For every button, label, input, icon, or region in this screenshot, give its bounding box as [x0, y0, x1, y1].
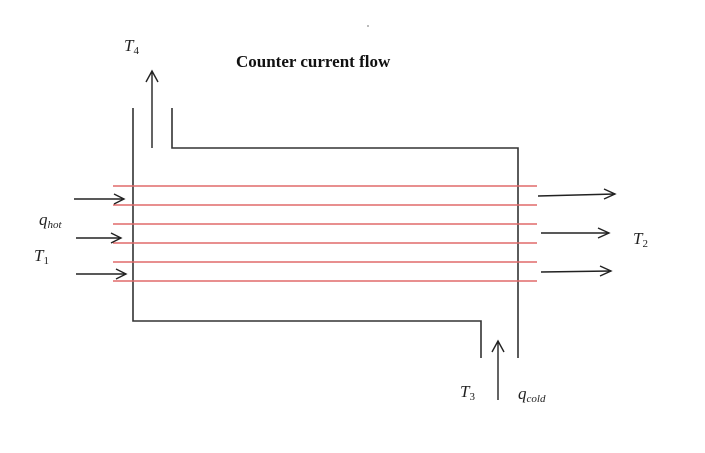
label-t1-main: T	[34, 246, 44, 265]
label-qhot: qhot	[39, 210, 62, 231]
shell-left-wall	[132, 108, 482, 358]
t4-arrow-head	[145, 69, 159, 83]
label-qcold: qcold	[518, 384, 545, 405]
label-t1: T1	[34, 246, 49, 267]
hot-inlet-arrow-3-head	[115, 268, 128, 280]
cold-inlet-arrow-head	[491, 339, 505, 353]
label-qcold-main: q	[518, 384, 527, 403]
shell	[132, 108, 519, 358]
flow-arrows	[74, 69, 617, 400]
label-t3: T3	[460, 382, 475, 403]
stray-dot	[367, 25, 369, 27]
label-t3-sub: 3	[469, 391, 475, 403]
label-t4: T4	[124, 36, 139, 57]
hot-outlet-arrow-1-head	[603, 188, 617, 200]
hot-inlet-arrow-1-head	[113, 193, 126, 205]
label-t2-sub: 2	[642, 238, 648, 250]
label-t4-main: T	[124, 36, 134, 55]
label-qhot-sub: hot	[47, 219, 62, 231]
hot-outlet-arrow-2-head	[597, 227, 611, 239]
label-qhot-main: q	[39, 210, 48, 229]
diagram-title: Counter current flow	[236, 52, 391, 71]
hot-outlet-arrow-1	[537, 193, 616, 197]
hot-outlet-arrow-3	[540, 270, 612, 273]
hot-inlet-arrow-2-head	[110, 232, 123, 244]
label-t4-sub: 4	[133, 45, 139, 57]
tube-bundle	[113, 185, 537, 282]
label-t2-main: T	[633, 229, 643, 248]
hot-outlet-arrow-3-head	[599, 265, 613, 277]
shell-top-wall	[171, 108, 519, 358]
label-t3-main: T	[460, 382, 470, 401]
label-t1-sub: 1	[43, 255, 49, 267]
label-t2: T2	[633, 229, 648, 250]
label-qcold-sub: cold	[526, 393, 546, 405]
